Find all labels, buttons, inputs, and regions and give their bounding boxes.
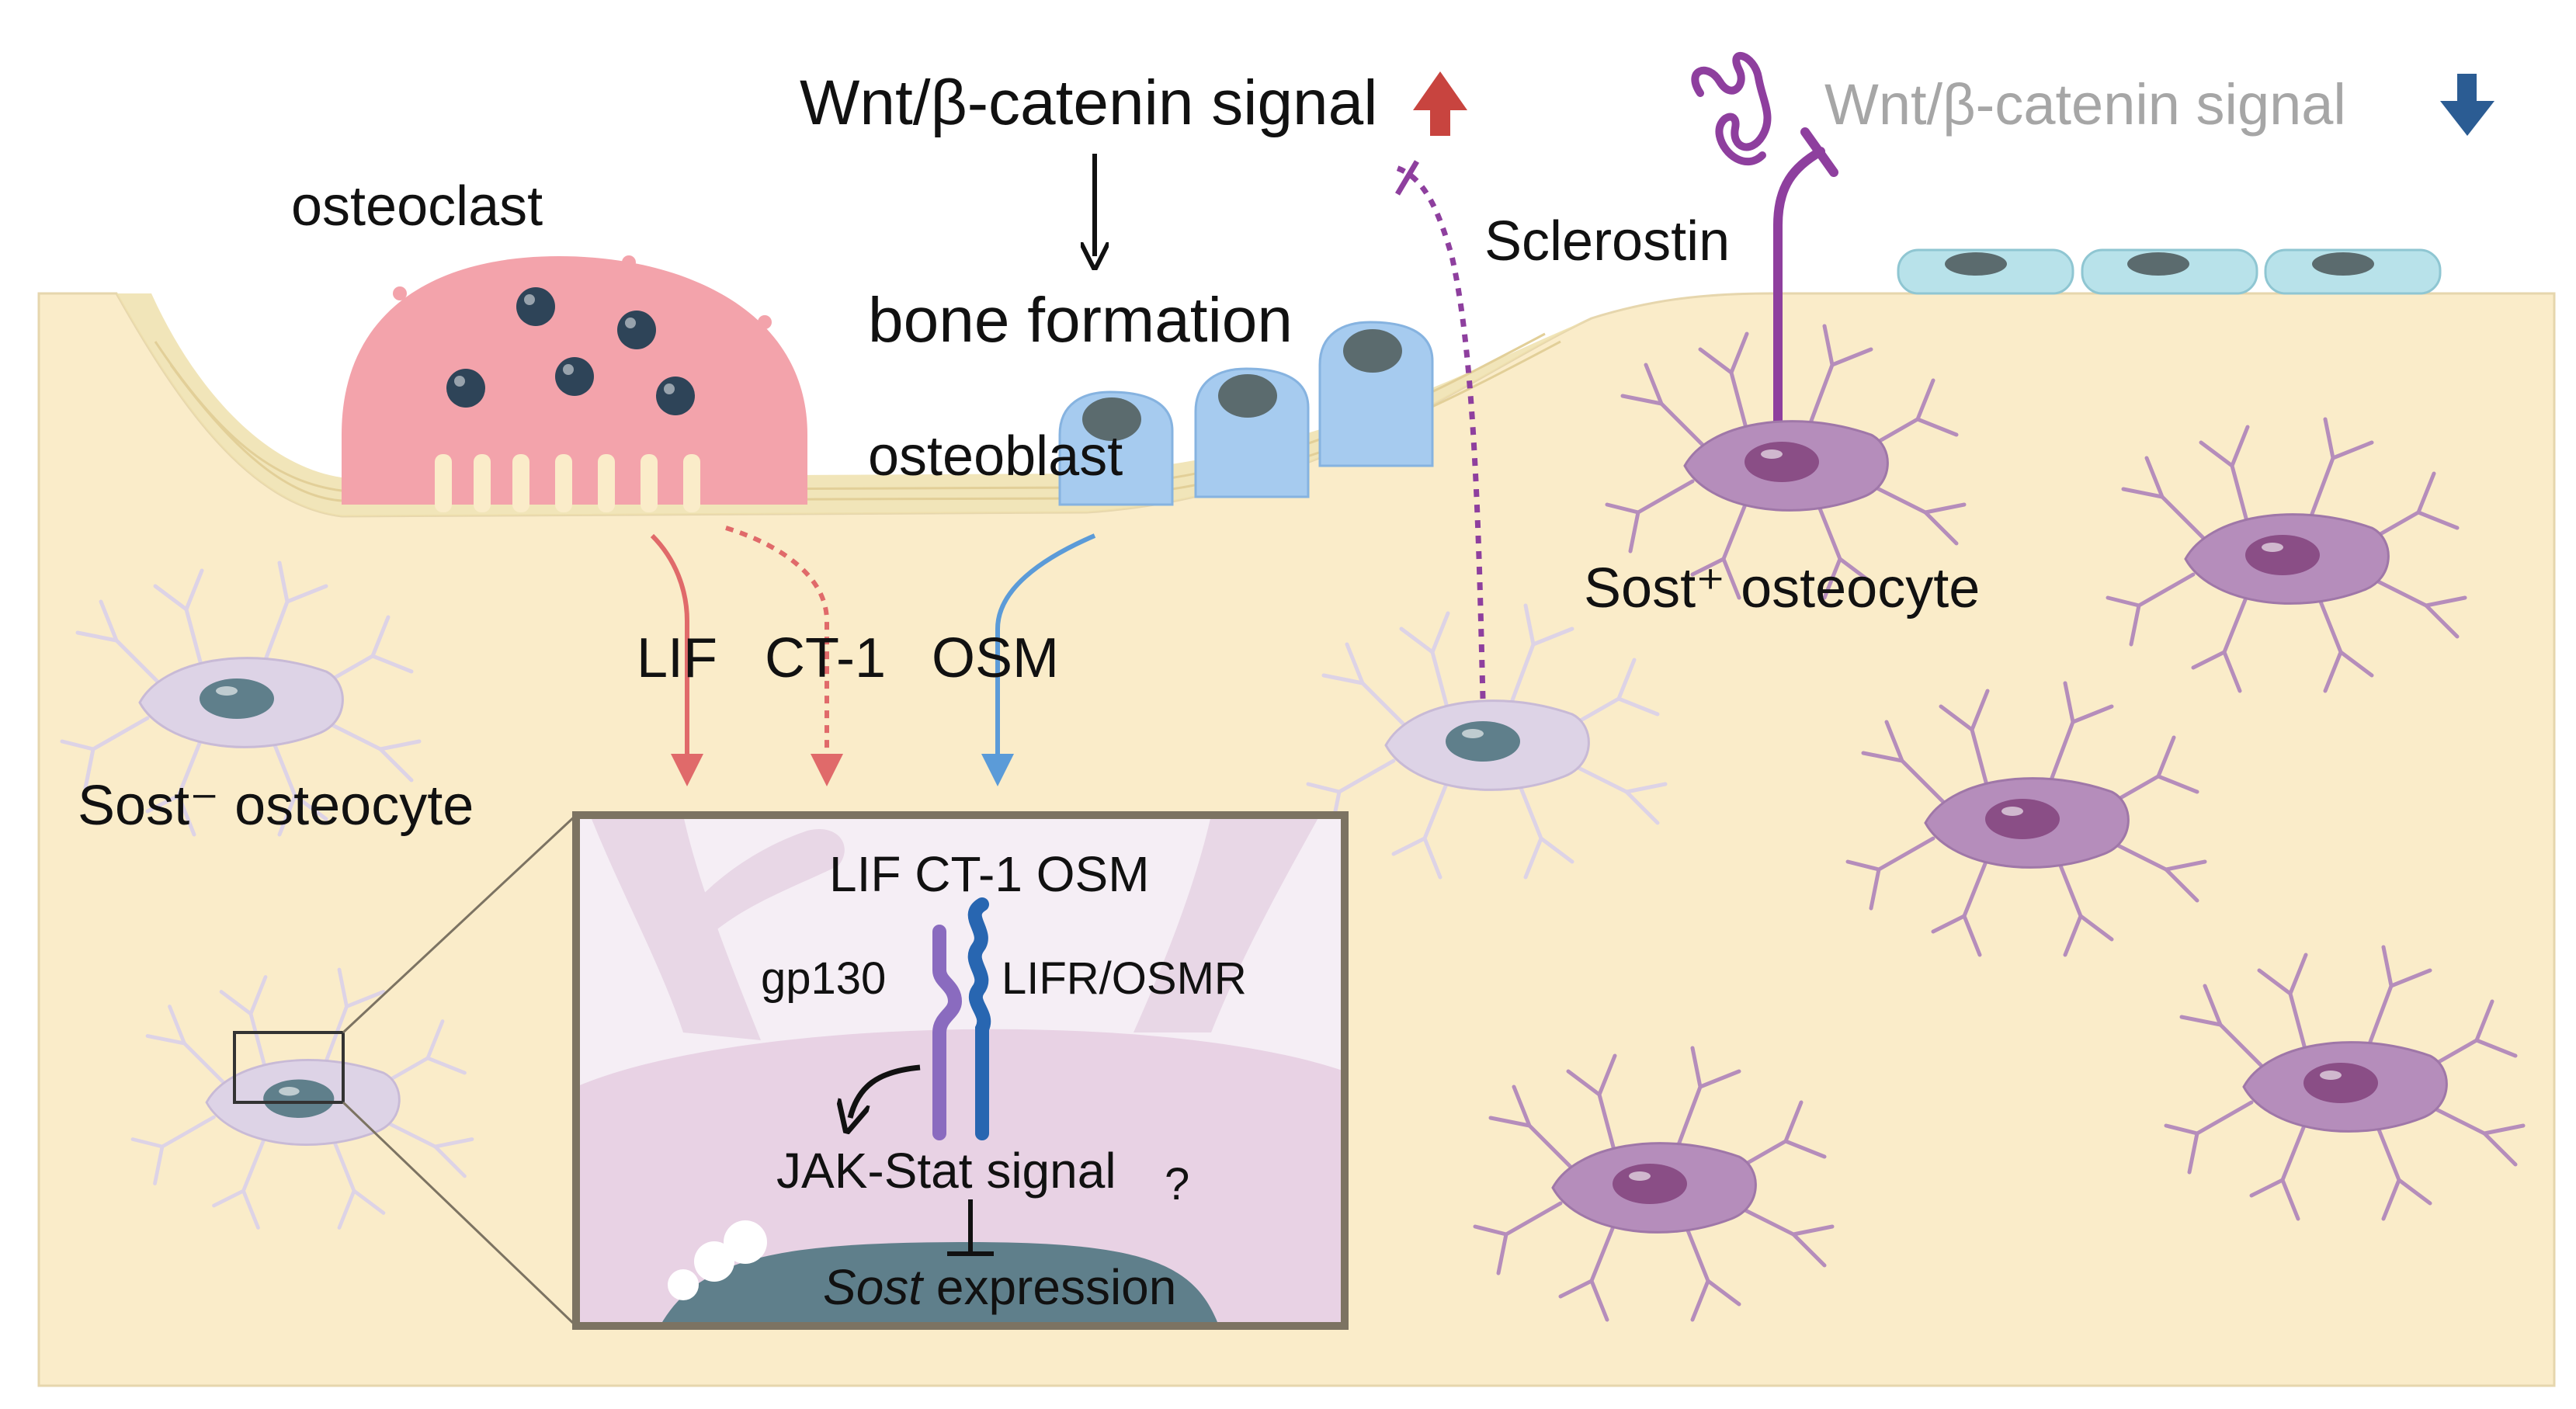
sclerostin-label: Sclerostin	[1484, 210, 1730, 272]
zoom-line-top	[342, 814, 578, 1034]
osteoclast-label: osteoclast	[291, 175, 543, 238]
lifr-osmr-label: LIFR/OSMR	[1002, 953, 1247, 1004]
question-mark: ?	[1165, 1159, 1189, 1209]
sost-inhibition-bar	[947, 1199, 994, 1256]
osteoblast-label: osteoblast	[868, 425, 1123, 488]
osteoblast-cells	[1058, 321, 1434, 506]
wnt-up-label: Wnt/β-catenin signal	[800, 68, 1378, 138]
lif-arrow	[650, 533, 703, 786]
osteoclast-cell	[342, 255, 807, 512]
sost-positive-osteocyte-label: Sost⁺ osteocyte	[1584, 557, 1980, 619]
zoom-line-bottom	[342, 1101, 578, 1327]
osm-arrow	[981, 533, 1096, 786]
sost-italic: Sost	[823, 1259, 924, 1315]
jak-stat-label: JAK-Stat signal	[776, 1143, 1116, 1199]
zoom-region-box	[233, 1031, 345, 1104]
ct1-label: CT-1	[765, 627, 886, 689]
inset-panel	[572, 811, 1349, 1330]
lif-label: LIF	[637, 627, 717, 689]
bone-formation-label: bone formation	[868, 285, 1293, 356]
wnt-down-label: Wnt/β-catenin signal	[1824, 72, 2346, 137]
dotted-inhibition-bar	[1394, 160, 1420, 196]
gp130-receptor	[932, 925, 963, 1140]
inset-cytokines-label: LIF CT-1 OSM	[829, 846, 1150, 902]
osm-label: OSM	[932, 627, 1059, 689]
ct1-arrow	[725, 526, 843, 786]
gp130-label: gp130	[761, 953, 886, 1004]
sclerostin-inhibition-line	[1773, 127, 1838, 428]
sclerostin-protein-icon	[1691, 52, 1772, 166]
sost-expression-label: Sost expression	[823, 1259, 1176, 1315]
lifr-osmr-receptor	[967, 897, 991, 1140]
blue-down-arrow-icon	[2440, 74, 2494, 136]
lining-cells	[1897, 248, 2442, 295]
expression-word: expression	[922, 1259, 1176, 1315]
red-up-arrow-icon	[1413, 71, 1467, 136]
sost-negative-osteocyte-label: Sost⁻ osteocyte	[78, 775, 474, 837]
dotted-osteocyte-to-wnt	[1392, 164, 1486, 699]
jak-stat-curved-arrow	[850, 1064, 921, 1118]
